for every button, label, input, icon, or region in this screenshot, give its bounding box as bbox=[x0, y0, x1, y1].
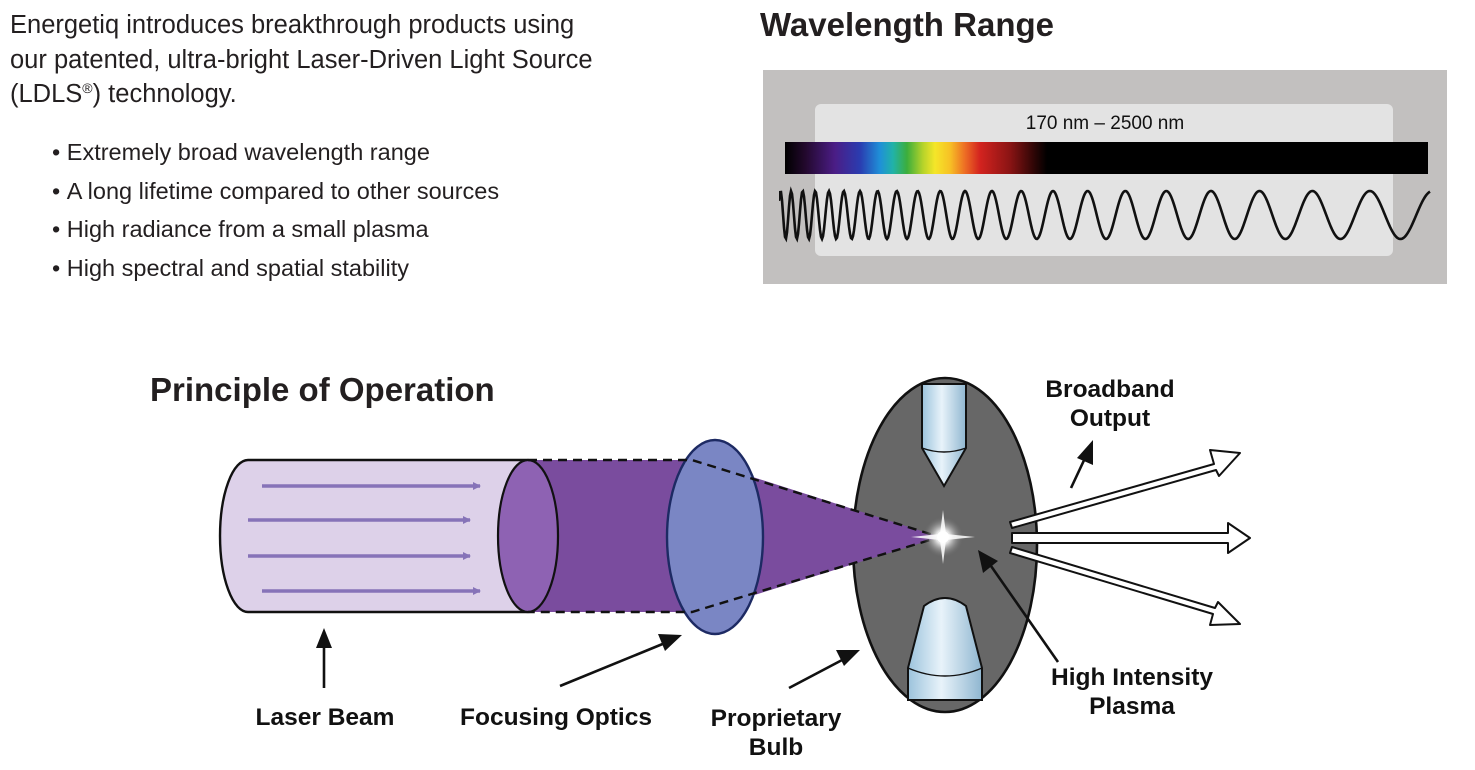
feature-item: High spectral and spatial stability bbox=[52, 250, 499, 289]
intro-line-1: Energetiq introduces breakthrough produc… bbox=[10, 11, 575, 39]
wavelength-range-label: 170 nm – 2500 nm bbox=[1025, 113, 1185, 134]
spectrum-gradient-bar bbox=[785, 142, 1428, 174]
proprietary-bulb-label-line2: Bulb bbox=[748, 734, 804, 761]
electrode-edge bbox=[921, 447, 967, 453]
plasma-label-line1: High Intensity bbox=[1051, 664, 1213, 691]
feature-list: Extremely broad wavelength range A long … bbox=[52, 134, 499, 289]
electrode-edge bbox=[907, 667, 983, 677]
proprietary-bulb-label: Proprietary Bulb bbox=[686, 704, 866, 762]
high-intensity-plasma-label: High Intensity Plasma bbox=[1027, 663, 1237, 721]
output-label-line2: Output bbox=[1069, 405, 1151, 432]
intro-line-2: our patented, ultra-bright Laser-Driven … bbox=[10, 45, 593, 74]
broadband-output-arrow-icon bbox=[1009, 546, 1241, 626]
electrode-icon bbox=[921, 383, 967, 488]
feature-item: Extremely broad wavelength range bbox=[52, 134, 499, 173]
laser-cylinder bbox=[218, 458, 528, 614]
feature-item: A long lifetime compared to other source… bbox=[52, 173, 499, 212]
spectrum-inner-panel bbox=[815, 104, 1393, 256]
intro-line-3-pre: (LDLS bbox=[10, 80, 83, 108]
plasma-spark-icon bbox=[911, 510, 975, 564]
beam-face bbox=[496, 458, 560, 614]
feature-item: High radiance from a small plasma bbox=[52, 211, 499, 250]
laser-beam-label: Laser Beam bbox=[255, 704, 395, 731]
focusing-lens bbox=[665, 438, 765, 636]
broadband-output-arrow-icon bbox=[1011, 522, 1251, 554]
principle-title: Principle of Operation bbox=[150, 371, 495, 408]
spectrum-panel: 170 nm – 2500 nm bbox=[763, 70, 1447, 284]
registered-mark: ® bbox=[82, 80, 93, 96]
wavelength-range-title: Wavelength Range bbox=[760, 6, 1054, 43]
proprietary-bulb-label-line1: Proprietary bbox=[710, 705, 842, 732]
output-label-line1: Broadband bbox=[1045, 376, 1175, 403]
broadband-output-label: Broadband Output bbox=[1020, 375, 1200, 433]
plasma-label-line2: Plasma bbox=[1089, 693, 1175, 720]
intro-line-3-post: ) technology. bbox=[92, 80, 237, 108]
intro-paragraph: Energetiq introduces breakthrough produc… bbox=[10, 8, 670, 112]
intro-line-3: (LDLS®) technology. bbox=[10, 77, 670, 112]
wave-icon bbox=[779, 186, 1431, 243]
broadband-output-arrow-icon bbox=[1009, 449, 1241, 529]
wave-path bbox=[779, 186, 1431, 243]
beam-body bbox=[528, 460, 692, 612]
focusing-optics-label: Focusing Optics bbox=[460, 704, 652, 731]
pointer-arrows bbox=[316, 440, 1093, 690]
